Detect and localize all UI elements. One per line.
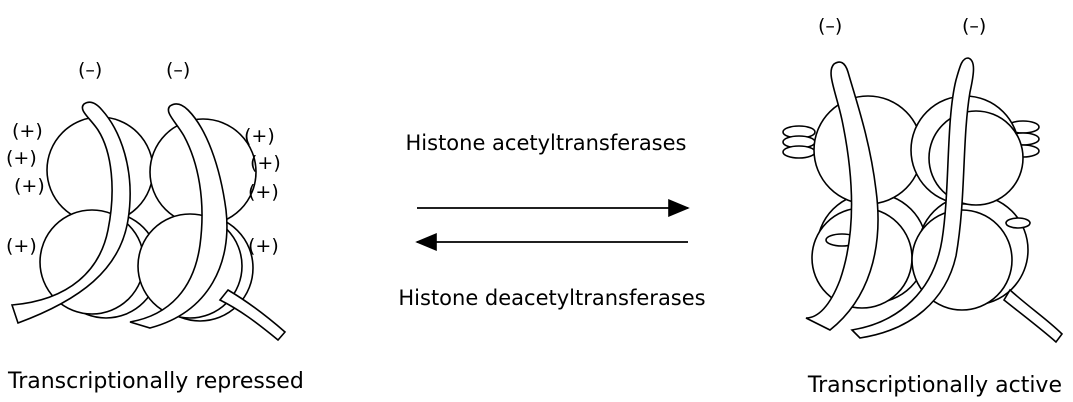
negative-charge-label: (–) xyxy=(962,15,986,37)
reverse-arrow-label: Histone deacetyltransferases xyxy=(398,286,705,310)
positive-charge-label: (+) xyxy=(248,181,279,203)
repressed-caption: Transcriptionally repressed xyxy=(7,369,304,394)
positive-charge-label: (+) xyxy=(6,147,37,169)
acetyl-group-icon xyxy=(1005,217,1031,229)
positive-charge-label: (+) xyxy=(12,120,43,142)
dna-strand xyxy=(129,103,228,329)
positive-charge-label: (+) xyxy=(14,175,45,197)
dna-strand xyxy=(850,57,975,339)
dna-strand xyxy=(10,101,131,325)
dna-strand xyxy=(1002,288,1064,344)
negative-charge-label: (–) xyxy=(78,59,102,81)
acetyl-group-icon xyxy=(782,145,816,159)
positive-charge-label: (+) xyxy=(250,152,281,174)
histone-sphere xyxy=(928,110,1024,206)
active-nucleosome xyxy=(782,57,1064,344)
forward-arrow-label: Histone acetyltransferases xyxy=(406,131,687,155)
negative-charge-label: (–) xyxy=(166,59,190,81)
negative-charge-label: (–) xyxy=(818,15,842,37)
positive-charge-label: (+) xyxy=(248,235,279,257)
positive-charge-label: (+) xyxy=(244,125,275,147)
dna-strand xyxy=(805,61,879,331)
active-caption: Transcriptionally active xyxy=(807,373,1062,398)
dna-strand xyxy=(218,288,287,342)
repressed-nucleosome xyxy=(10,101,287,342)
positive-charge-label: (+) xyxy=(6,235,37,257)
